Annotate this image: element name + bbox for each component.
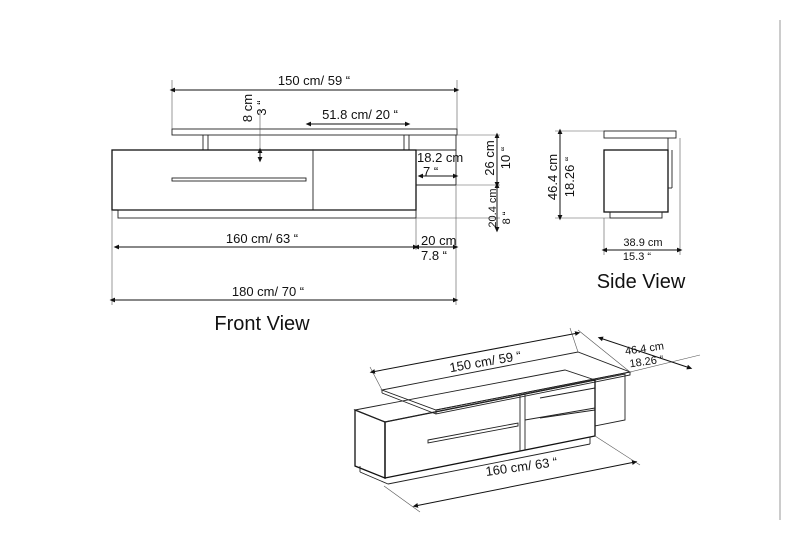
label-side-height-in: 18.26 “ (562, 157, 577, 197)
label-drawer-width: 51.8 cm/ 20 “ (322, 107, 398, 122)
label-side-depth-cm: 38.9 cm (623, 237, 662, 249)
label-height-in: 10 “ (498, 147, 513, 169)
side-plinth (609, 211, 663, 219)
label-body-height-in: 8 “ (501, 211, 513, 224)
iso-drawer-handle (427, 422, 519, 444)
dim-iso-body-width (412, 460, 638, 508)
drawer-handle (171, 177, 307, 182)
side-top (603, 130, 677, 139)
label-offset-cm: 20 cm (421, 233, 456, 248)
label-depth-cm: 18.2 cm (417, 150, 463, 165)
label-total-width: 180 cm/ 70 “ (232, 284, 304, 299)
side-body (603, 149, 669, 213)
label-depth-in: 7 “ (423, 164, 438, 179)
label-gap-height-in: 3 “ (254, 100, 269, 115)
label-iso-top-width: 150 cm/ 59 “ (448, 348, 522, 375)
top-shelf (171, 128, 458, 136)
label-iso-depth-in: 18.26 “ (629, 354, 665, 371)
label-body-height-cm: 20.4 cm (487, 188, 499, 227)
cabinet-body (111, 149, 417, 211)
isometric-view: 150 cm/ 59 “ 46.4 cm 18.26 “ 160 cm/ 63 … (353, 327, 701, 513)
label-iso-depth-cm: 46.4 cm (624, 340, 664, 357)
label-top-width: 150 cm/ 59 “ (278, 73, 350, 88)
label-body-width: 160 cm/ 63 “ (226, 231, 298, 246)
side-view-title: Side View (597, 271, 686, 293)
plinth (117, 209, 417, 219)
label-gap-height-cm: 8 cm (240, 94, 255, 122)
label-height-cm: 26 cm (482, 140, 497, 175)
front-view: 150 cm/ 59 “ 51.8 cm/ 20 “ 8 cm 3 “ 18.2… (109, 73, 513, 335)
dim-iso-top-width (369, 331, 581, 374)
front-view-title: Front View (214, 313, 310, 335)
label-side-height-cm: 46.4 cm (545, 154, 560, 200)
side-view: 46.4 cm 18.26 “ 38.9 cm 15.3 “ Side View (545, 128, 686, 293)
label-side-depth-in: 15.3 “ (623, 251, 651, 263)
dim-iso-depth (597, 336, 693, 370)
label-offset-in: 7.8 “ (421, 248, 447, 263)
